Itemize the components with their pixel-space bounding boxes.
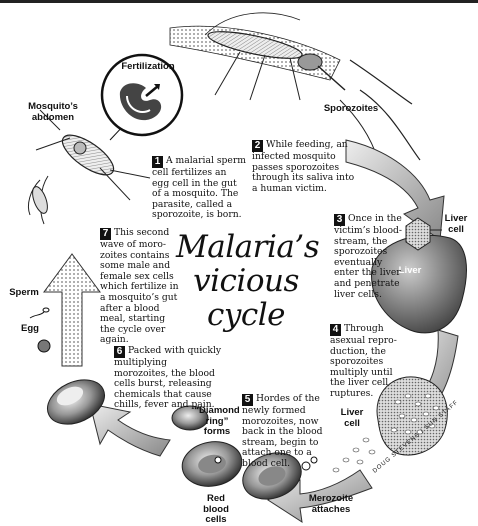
step-4-text: Through asexual repro-duction, the sporo…: [330, 323, 397, 399]
step-5: 5Hordes of the newly formed morozoites, …: [242, 394, 332, 470]
cycle-arrow-5: [44, 254, 100, 366]
label-mosquito-abdomen: Mosquito’s abdomen: [24, 102, 82, 123]
step-3: 3Once in the victim’s blood-stream, the …: [334, 214, 406, 300]
step-2-text: While feeding, an infected mosquito pass…: [252, 139, 354, 194]
step-1: 1A malarial sperm cell fertilizes an egg…: [152, 156, 246, 221]
step-7-text: This second wave of moro-zoites contains…: [100, 227, 179, 345]
label-fertilization: Fertilization: [118, 62, 178, 73]
label-sporozoites: Sporozoites: [316, 104, 386, 115]
step-6: 6Packed with quickly multiplying morozoi…: [114, 346, 224, 411]
step-4: 4Through asexual repro-duction, the spor…: [330, 324, 410, 400]
label-merozoite-attaches: Merozoite attaches: [300, 494, 362, 515]
step-7: 7This second wave of moro-zoites contain…: [100, 228, 180, 346]
title-line-2: vicious: [176, 264, 316, 298]
label-red-blood-cells: Red blood cells: [198, 494, 234, 526]
step-2: 2While feeding, an infected mosquito pas…: [252, 140, 360, 194]
diagram-title: Malaria’s vicious cycle: [176, 230, 316, 332]
step-5-text: Hordes of the newly formed morozoites, n…: [242, 393, 323, 469]
label-sperm: Sperm: [6, 288, 42, 299]
label-liver-cell-bottom: Liver cell: [334, 408, 370, 429]
step-6-text: Packed with quickly multiplying morozoit…: [114, 345, 221, 410]
feeding-mosquito-illustration: [170, 13, 420, 160]
title-line-1: Malaria’s: [176, 230, 316, 264]
label-liver-cell-top: Liver cell: [440, 214, 472, 235]
label-egg: Egg: [18, 324, 42, 335]
cycle-arrow-4: [90, 404, 170, 456]
title-line-3: cycle: [176, 298, 316, 332]
step-1-text: A malarial sperm cell fertilizes an egg …: [152, 155, 246, 220]
step-3-text: Once in the victim’s blood-stream, the s…: [334, 213, 402, 300]
